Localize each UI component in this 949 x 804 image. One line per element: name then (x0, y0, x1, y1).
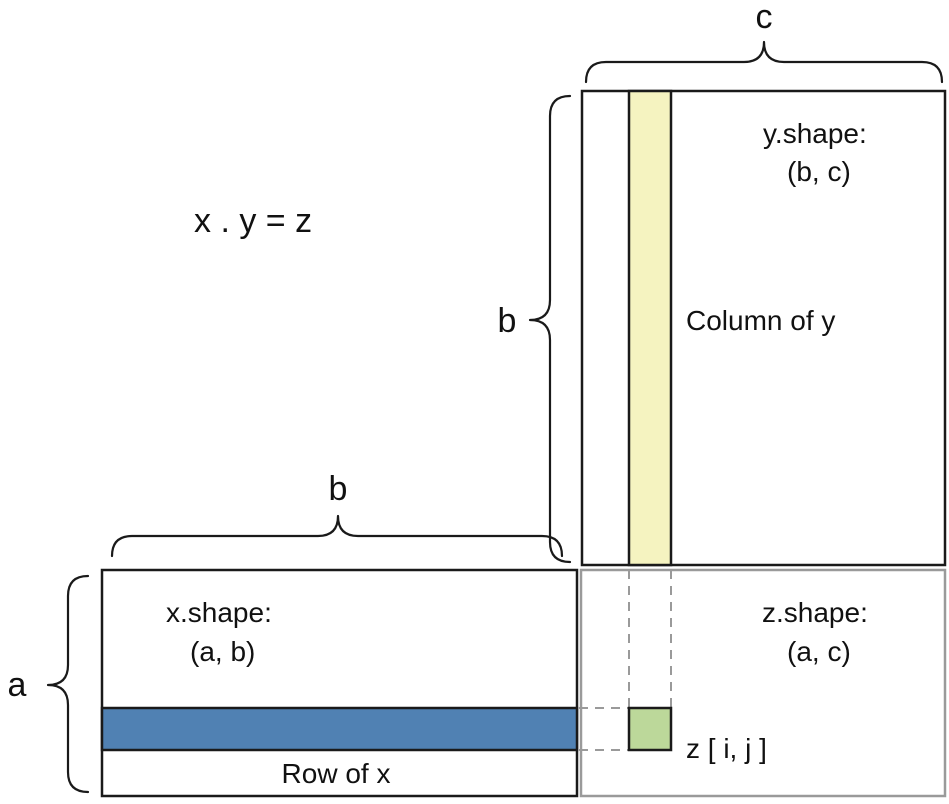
x-width-brace (110, 514, 564, 558)
row-of-x-highlight (100, 706, 579, 752)
column-of-y-label: Column of y (686, 305, 835, 336)
y-shape-label: y.shape: (763, 118, 867, 149)
y-height-label: b (498, 302, 517, 340)
row-of-x-label: Row of x (282, 758, 391, 789)
z-shape-label: z.shape: (762, 597, 868, 628)
z-shape-value: (a, c) (787, 636, 851, 667)
equation-text: x . y = z (194, 202, 312, 240)
x-width-label: b (329, 470, 348, 508)
z-ij-cell (627, 706, 673, 752)
x-shape-value: (a, b) (190, 636, 255, 667)
y-height-brace (528, 94, 572, 564)
matrix-z (579, 568, 947, 798)
x-height-brace (46, 574, 90, 794)
x-shape-label: x.shape: (166, 597, 272, 628)
y-shape-value: (b, c) (787, 156, 851, 187)
x-height-label: a (8, 666, 27, 704)
y-width-brace (584, 40, 944, 84)
y-width-label: c (756, 0, 773, 36)
column-of-y-highlight (627, 89, 673, 567)
z-ij-label: z [ i, j ] (686, 733, 767, 764)
matrix-x (100, 568, 579, 798)
